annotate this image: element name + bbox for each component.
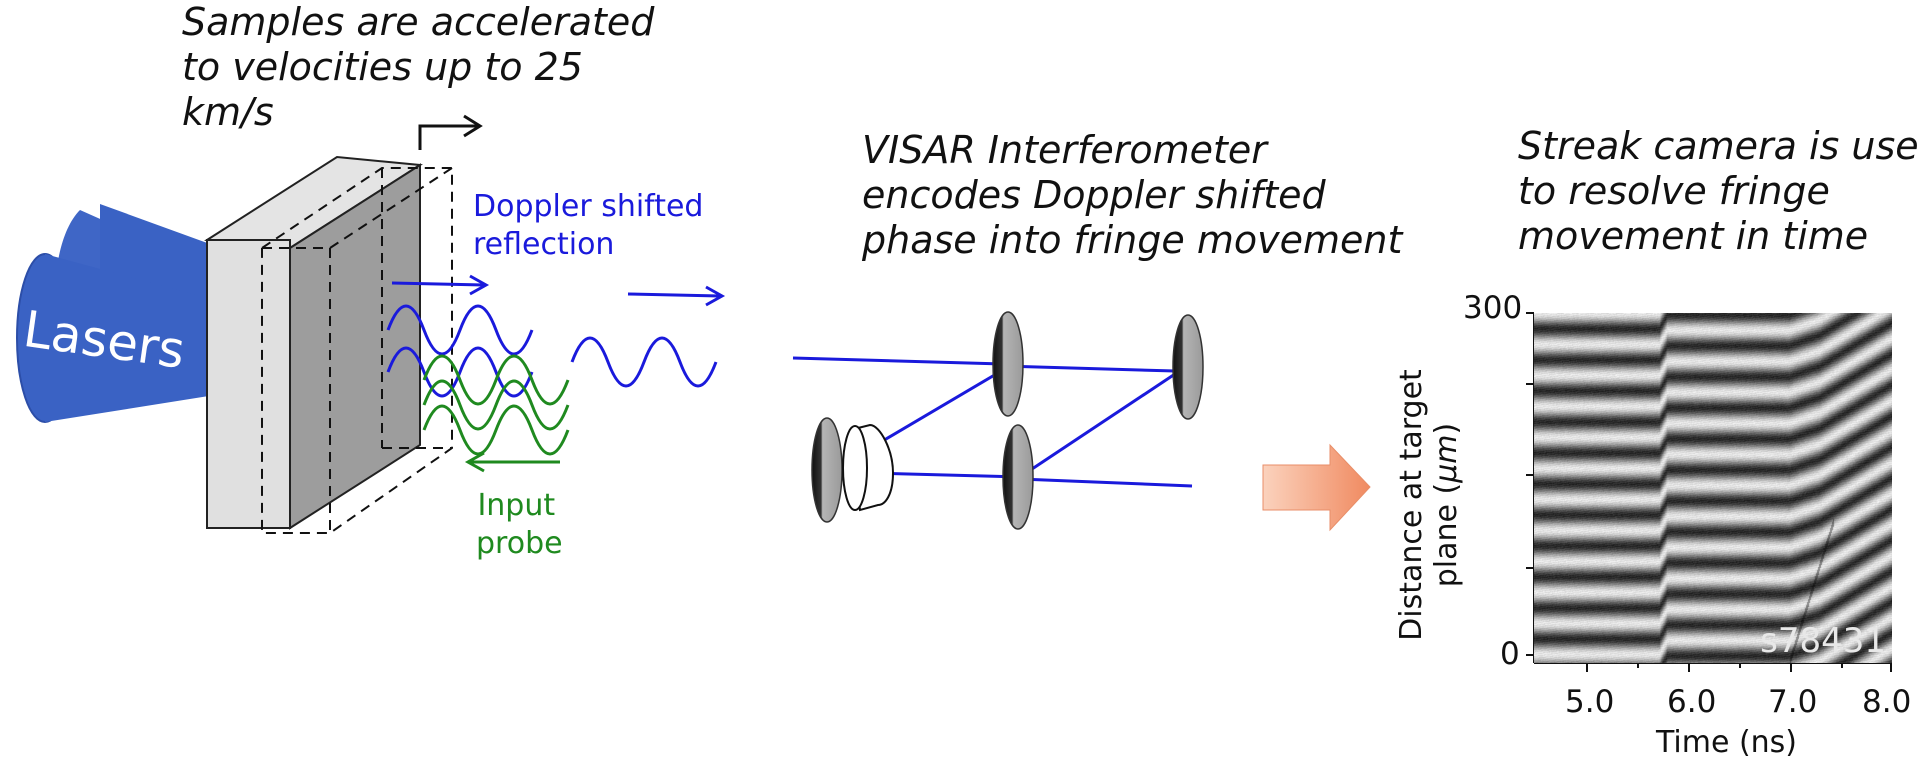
etalon-icon <box>842 423 895 512</box>
doppler-reflection-label: Doppler shifted reflection <box>473 189 704 262</box>
visar-mirror <box>1002 424 1034 530</box>
visar-mirror <box>1172 314 1204 420</box>
visar-mirror <box>811 417 843 523</box>
orange-right-arrow <box>1262 443 1371 532</box>
caption-visar: VISAR Interferometer encodes Doppler shi… <box>862 128 1403 262</box>
x-axis-label: Time (ns) <box>1656 725 1798 760</box>
x-tick-label: 7.0 <box>1768 684 1818 720</box>
caption-streak: Streak camera is used to resolve fringe … <box>1518 124 1918 258</box>
y-tick-label: 0 <box>1500 636 1520 672</box>
y-tick-label: 300 <box>1463 290 1523 326</box>
sample-target <box>204 114 483 534</box>
x-tick-label: 8.0 <box>1862 684 1912 720</box>
visar-mirror <box>992 311 1024 417</box>
x-tick-label: 5.0 <box>1565 684 1615 720</box>
doppler-reflection-waves <box>386 274 726 398</box>
laser-beams <box>16 204 232 423</box>
input-probe-label: Input probe <box>476 488 563 561</box>
input-probe-waves <box>422 354 570 473</box>
shot-id-label: s78431 <box>1760 620 1886 661</box>
streak-fringe-image: s78431 <box>1534 313 1892 663</box>
fringe-pattern <box>1534 313 1892 663</box>
x-tick-label: 6.0 <box>1667 684 1717 720</box>
caption-samples: Samples are accelerated to velocities up… <box>182 0 655 134</box>
y-axis-label: Distance at target plane (μm) <box>1394 369 1465 641</box>
